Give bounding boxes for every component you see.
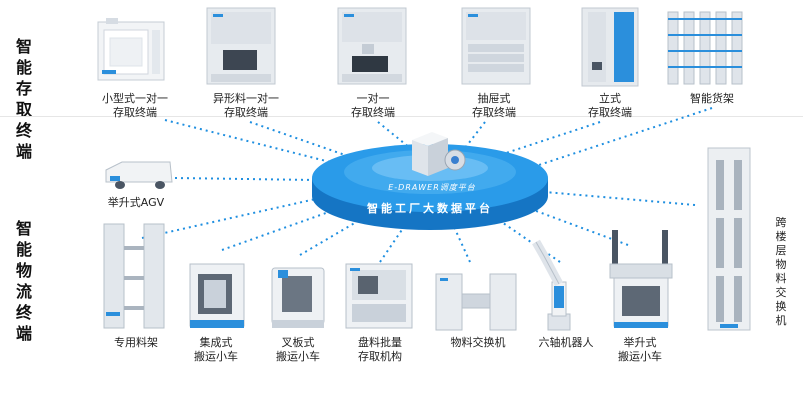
- link-agv: [174, 177, 316, 181]
- storage-label-3-line1: 一对一: [356, 92, 390, 105]
- smart-shelf-icon: [664, 8, 756, 88]
- logistics-section-title: 智能物流终端: [14, 218, 34, 344]
- link-lift-cart: [519, 204, 629, 246]
- logistics-label-4-line1: 盘料批量: [358, 336, 402, 349]
- vertical-cabinet-icon: [580, 6, 640, 88]
- elevator-icon: [706, 146, 752, 332]
- storage-label-2-line2: 存取终端: [224, 106, 268, 119]
- logistics-label-3-line1: 叉板式: [281, 336, 315, 349]
- link-elevator: [544, 191, 696, 206]
- link-small-cabinet: [164, 119, 331, 163]
- drawer-cabinet-icon: [460, 4, 532, 86]
- storage-label-2: 异形料一对一 存取终端: [203, 92, 289, 120]
- logistics-label-2-line2: 搬运小车: [194, 350, 238, 363]
- storage-section-title: 智能存取终端: [14, 36, 34, 162]
- storage-label-4-line1: 抽屉式: [477, 92, 511, 105]
- storage-label-4: 抽屉式 存取终端: [454, 92, 534, 120]
- storage-label-2-line1: 异形料一对一: [213, 92, 279, 105]
- elevator-label-text: 跨楼层物料交换机: [775, 216, 787, 327]
- link-material-rack: [141, 197, 321, 239]
- storage-label-5-line2: 存取终端: [588, 106, 632, 119]
- link-robot: [489, 213, 561, 263]
- logistics-label-6: 六轴机器人: [528, 336, 604, 350]
- storage-section-text: 智能存取终端: [15, 37, 32, 161]
- batch-storage-icon: [344, 262, 414, 332]
- agv-label: 举升式AGV: [96, 196, 176, 210]
- logistics-section-text: 智能物流终端: [15, 219, 32, 343]
- logistics-label-7-line2: 搬运小车: [618, 350, 662, 363]
- small-cabinet-icon: [96, 12, 168, 82]
- platform-main-label: 智能工厂大数据平台: [350, 200, 510, 216]
- integrated-cart-icon: [188, 262, 246, 332]
- logistics-label-6-line1: 六轴机器人: [538, 336, 594, 349]
- fork-cart-icon: [268, 262, 330, 332]
- link-one-to-one: [377, 121, 411, 149]
- logistics-label-2-line1: 集成式: [199, 336, 233, 349]
- platform-product-text: E-DRAWER调度平台: [388, 183, 476, 192]
- lift-cart-icon: [606, 228, 676, 332]
- section-divider: [0, 116, 803, 117]
- logistics-label-4: 盘料批量 存取机构: [344, 336, 416, 364]
- link-exchanger: [449, 217, 471, 263]
- storage-label-6-line1: 智能货架: [690, 92, 734, 105]
- link-special-cabinet: [249, 121, 346, 156]
- special-cabinet-icon: [205, 4, 277, 86]
- storage-label-1-line1: 小型式一对一: [102, 92, 168, 105]
- storage-label-3: 一对一 存取终端: [333, 92, 413, 120]
- logistics-label-7-line1: 举升式: [623, 336, 657, 349]
- logistics-label-5: 物料交换机: [438, 336, 518, 350]
- logistics-label-3-line2: 搬运小车: [276, 350, 320, 363]
- link-smart-shelf: [529, 107, 713, 169]
- logistics-label-3: 叉板式 搬运小车: [262, 336, 334, 364]
- logistics-label-7: 举升式 搬运小车: [602, 336, 678, 364]
- storage-label-3-line2: 存取终端: [351, 106, 395, 119]
- logistics-label-5-line1: 物料交换机: [450, 336, 506, 349]
- logistics-label-2: 集成式 搬运小车: [180, 336, 252, 364]
- agv-label-text: 举升式AGV: [107, 196, 165, 209]
- logistics-label-1-line1: 专用料架: [114, 336, 158, 349]
- platform-main-text: 智能工厂大数据平台: [367, 202, 493, 215]
- storage-label-5-line1: 立式: [599, 92, 621, 105]
- material-exchanger-icon: [434, 270, 518, 332]
- agv-icon: [100, 156, 176, 192]
- server-icon: [412, 132, 466, 176]
- storage-label-6: 智能货架: [672, 92, 752, 106]
- storage-label-4-line2: 存取终端: [472, 106, 516, 119]
- one-to-one-cabinet-icon: [336, 4, 408, 86]
- link-integrated-cart: [221, 207, 341, 251]
- link-drawer-cabinet: [464, 121, 486, 149]
- logistics-label-1: 专用料架: [100, 336, 172, 350]
- storage-label-1-line2: 存取终端: [113, 106, 157, 119]
- storage-label-1: 小型式一对一 存取终端: [95, 92, 175, 120]
- platform-disc: [312, 132, 548, 230]
- logistics-label-4-line2: 存取机构: [358, 350, 402, 363]
- elevator-label: 跨楼层物料交换机: [774, 216, 788, 328]
- material-rack-icon: [102, 222, 166, 332]
- storage-label-5: 立式 存取终端: [570, 92, 650, 120]
- robot-arm-icon: [530, 234, 586, 332]
- platform-product-label: E-DRAWER调度平台: [372, 182, 492, 193]
